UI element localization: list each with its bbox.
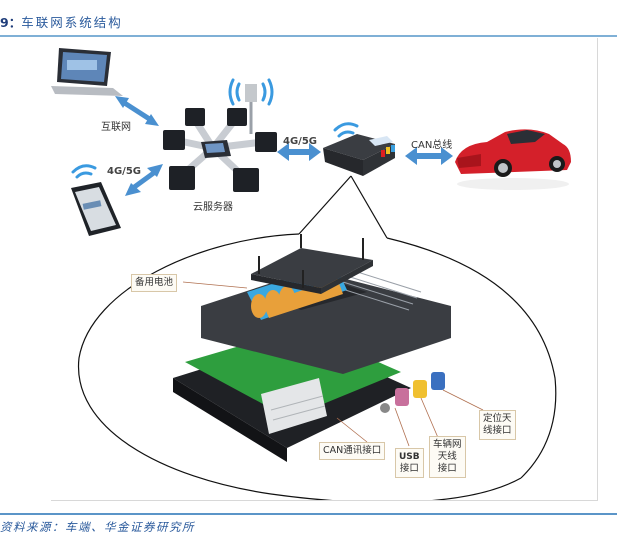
figure-source: 资料来源：车端、华金证券研究所 bbox=[0, 520, 195, 534]
callout-can-port: CAN通讯接口 bbox=[319, 442, 386, 460]
caption-divider bbox=[0, 35, 617, 37]
callout-gps-antenna-port: 定位天 线接口 bbox=[479, 410, 516, 440]
double-arrow-tbox-link bbox=[277, 143, 321, 161]
figure-title: 车联网系统结构 bbox=[21, 15, 123, 30]
cell-tower-icon bbox=[228, 78, 274, 134]
zoom-callout-lines bbox=[77, 175, 557, 501]
vehicle-antenna-line3: 接口 bbox=[437, 463, 457, 474]
smartphone-icon bbox=[71, 182, 121, 236]
wifi-icon-phone bbox=[71, 164, 97, 179]
iov-architecture-diagram: 互联网 4G/5G 云服务器 4G/5G CAN总线 备用电池 CAN通讯接口 … bbox=[51, 38, 599, 501]
figure-caption: 9：车联网系统结构 bbox=[0, 12, 123, 31]
figure-frame-bottom bbox=[51, 500, 598, 501]
usb-port-line1: USB bbox=[399, 452, 420, 462]
diagram-graphics bbox=[51, 48, 571, 501]
mobile-network-label: 4G/5G bbox=[107, 166, 141, 177]
can-bus-label: CAN总线 bbox=[411, 140, 453, 151]
vehicle-antenna-line1: 车辆网 bbox=[433, 439, 462, 450]
cloud-server-cluster bbox=[163, 108, 277, 192]
car-icon bbox=[455, 129, 571, 190]
callout-vehicle-antenna-port: 车辆网 天线 接口 bbox=[429, 436, 466, 478]
double-arrow-can-bus bbox=[405, 147, 453, 165]
usb-port-line2: 接口 bbox=[399, 463, 419, 474]
gps-antenna-line1: 定位天 bbox=[483, 413, 512, 424]
tbox-device-icon bbox=[323, 122, 395, 176]
cloud-server-label: 云服务器 bbox=[193, 202, 233, 213]
gps-antenna-line2: 线接口 bbox=[483, 425, 512, 436]
figure-number: 9： bbox=[0, 15, 22, 30]
internet-label: 互联网 bbox=[101, 122, 131, 133]
source-divider bbox=[0, 513, 617, 515]
laptop-icon bbox=[51, 48, 123, 96]
double-arrow-internet bbox=[115, 96, 159, 126]
tbox-network-label: 4G/5G bbox=[283, 136, 317, 147]
double-arrow-mobile bbox=[125, 164, 163, 196]
callout-usb-port: USB 接口 bbox=[395, 448, 424, 478]
tbox-exploded-view bbox=[173, 234, 451, 462]
callout-leaders bbox=[182, 281, 484, 447]
figure-frame-right bbox=[597, 38, 598, 500]
vehicle-antenna-line2: 天线 bbox=[437, 451, 457, 462]
callout-backup-battery: 备用电池 bbox=[131, 274, 178, 292]
